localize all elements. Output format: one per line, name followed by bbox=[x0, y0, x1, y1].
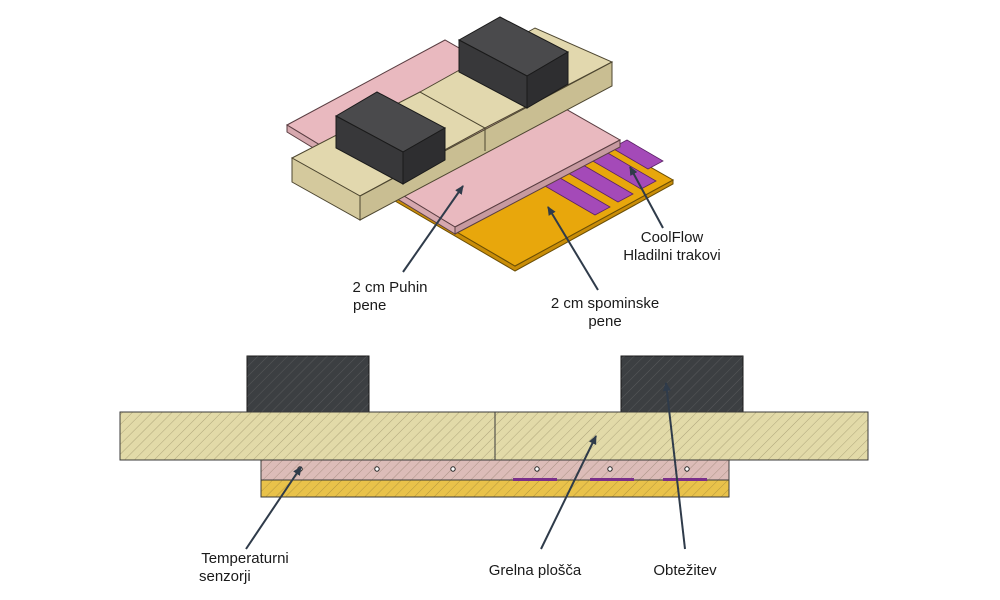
section-weight-right-hatch bbox=[621, 356, 743, 412]
label-temperature-sensors: Temperaturni senzorji bbox=[185, 550, 305, 586]
callout-arrows bbox=[245, 166, 686, 550]
label-puhin-line2: pene bbox=[353, 297, 387, 314]
label-senzorji-line1: Temperaturni bbox=[201, 550, 289, 567]
sensor-dot bbox=[374, 466, 380, 472]
label-obtezitev: Obtežitev bbox=[653, 562, 717, 579]
arrow-spomin bbox=[547, 206, 599, 291]
arrow-senzorji bbox=[245, 466, 302, 550]
section-strip-2 bbox=[590, 478, 634, 481]
coolflow-strips bbox=[544, 139, 664, 216]
section-strip-1 bbox=[513, 478, 557, 481]
cross-section bbox=[119, 355, 869, 498]
weight-right bbox=[457, 16, 570, 109]
label-puhin-line1: 2 cm Puhin bbox=[352, 279, 428, 296]
board-left-end bbox=[291, 157, 361, 221]
arrow-coolflow bbox=[629, 166, 664, 229]
arrow-grelna bbox=[540, 435, 597, 550]
label-coolflow-line1: CoolFlow bbox=[640, 229, 704, 246]
sensor-dot bbox=[534, 466, 540, 472]
section-board-hatch bbox=[120, 412, 868, 460]
sensor-dot bbox=[607, 466, 613, 472]
label-heating-plate: Grelna plošča bbox=[470, 562, 600, 580]
isometric-assembly bbox=[285, 16, 675, 272]
weight-left bbox=[334, 91, 447, 185]
section-weight-left-hatch bbox=[247, 356, 369, 412]
label-grelna: Grelna plošča bbox=[488, 562, 582, 579]
label-coolflow: CoolFlow Hladilni trakovi bbox=[612, 229, 732, 265]
label-weight: Obtežitev bbox=[635, 562, 735, 580]
label-spomin-line1: 2 cm spominske bbox=[550, 295, 660, 312]
weight-left-side bbox=[335, 115, 404, 185]
section-yellow-hatch bbox=[261, 480, 729, 497]
arrow-obtezitev bbox=[662, 382, 686, 550]
weight-right-side bbox=[458, 39, 528, 109]
label-spomin-line2: pene bbox=[588, 313, 622, 330]
sensor-dot bbox=[450, 466, 456, 472]
cooling-strip-4 bbox=[611, 139, 664, 170]
arrow-puhin bbox=[402, 185, 464, 273]
section-strip-3 bbox=[663, 478, 707, 481]
sensor-dot bbox=[684, 466, 690, 472]
section-pink-hatch bbox=[261, 460, 729, 480]
label-puhin-foam: 2 cm Puhin pene bbox=[335, 279, 445, 315]
label-senzorji-line2: senzorji bbox=[199, 568, 251, 585]
label-memory-foam: 2 cm spominske pene bbox=[535, 295, 675, 331]
label-coolflow-line2: Hladilni trakovi bbox=[623, 247, 721, 264]
